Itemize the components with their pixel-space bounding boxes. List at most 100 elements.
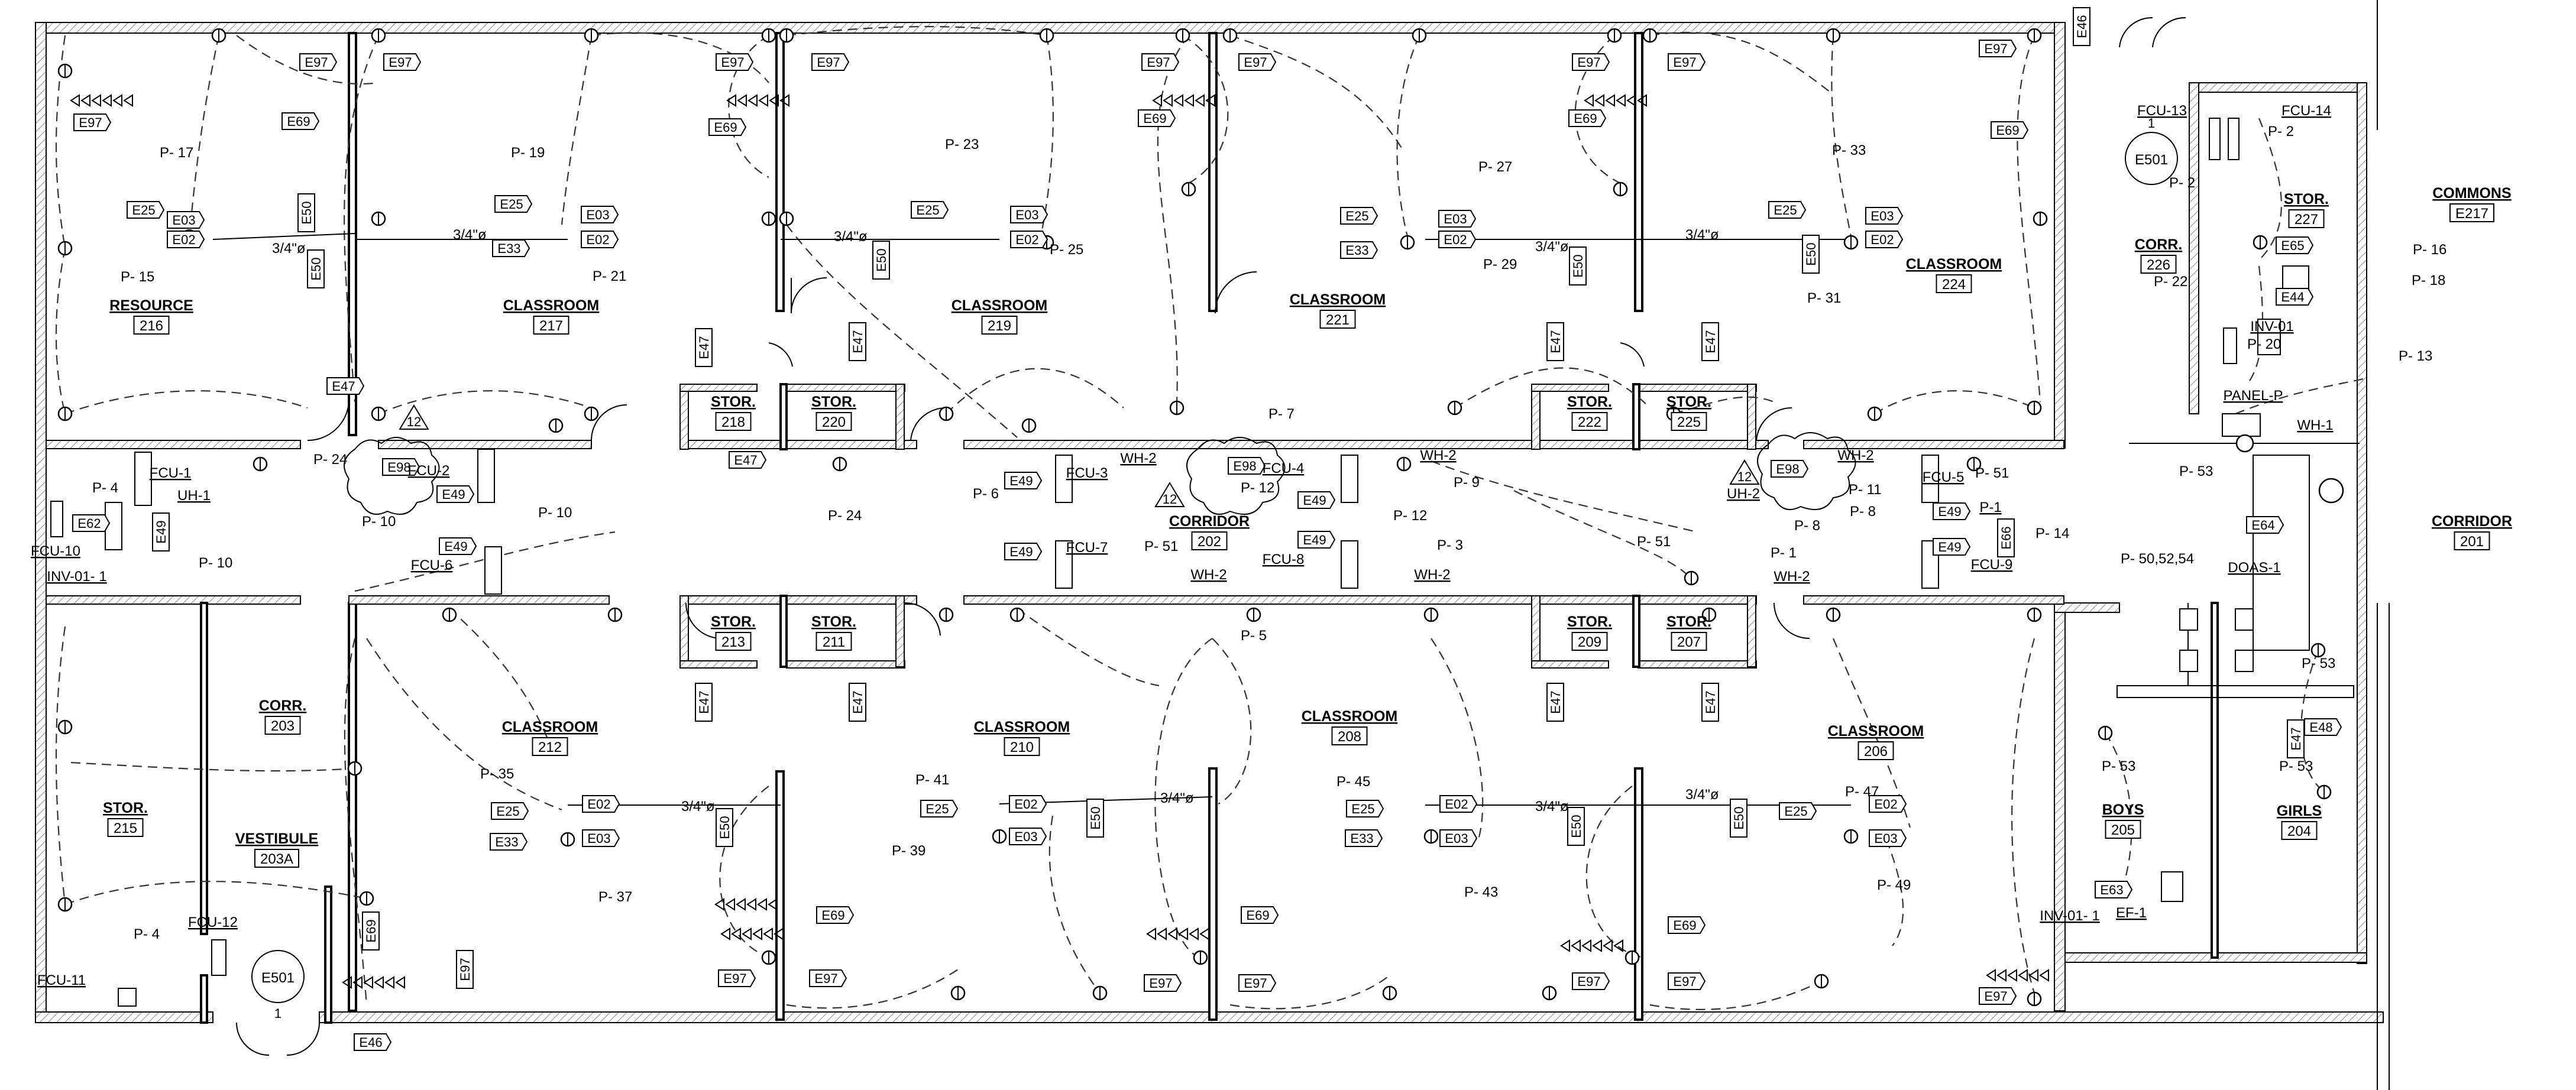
room-number-box — [264, 716, 301, 735]
room-number-box — [1857, 741, 1894, 760]
device-tag: E69 — [708, 118, 747, 136]
vertical-device-tag: E47 — [1701, 683, 1719, 722]
device-tag-label: E02 — [1870, 232, 1894, 247]
vertical-device-tag: E46 — [2073, 7, 2090, 46]
equipment-label: FCU-10 — [31, 543, 80, 559]
fixture-symbol-icon — [1843, 235, 1859, 250]
fixture-symbol-icon — [832, 456, 847, 472]
fixture-symbol-icon — [584, 28, 599, 43]
fixture-symbol-icon — [57, 897, 73, 912]
device-tag-label: E03 — [1014, 829, 1037, 844]
fixture-symbol-icon — [2027, 991, 2042, 1007]
device-tag: E03 — [581, 206, 619, 223]
speaker-strip-icon — [1152, 94, 1215, 107]
device-tag: E97 — [716, 53, 754, 71]
room-label: STOR.222 — [1567, 394, 1612, 431]
device-tag: E49 — [1297, 531, 1336, 549]
room-name: CORRIDOR — [1169, 513, 1250, 530]
room-number-box — [715, 412, 752, 431]
device-tag-label: E25 — [500, 197, 523, 212]
vertical-device-tag-label: E47 — [697, 336, 711, 359]
equipment-label: FCU-2 — [408, 463, 450, 479]
speaker-strip-icon — [1146, 927, 1209, 940]
device-tag-label: E97 — [814, 971, 837, 986]
fixture-symbol-icon — [1412, 28, 1427, 43]
device-tag-label: E97 — [1984, 41, 2007, 56]
room-labels: RESOURCE216CLASSROOM217CLASSROOM219CLASS… — [103, 185, 2512, 868]
device-tag-label: E97 — [1149, 976, 1172, 991]
fixture-symbol-icon — [548, 418, 564, 433]
device-tag-label: E65 — [2281, 238, 2304, 253]
circuit-label: P- 49 — [1877, 877, 1911, 893]
room-number-box — [715, 632, 752, 651]
room-number: 210 — [1010, 739, 1034, 755]
equipment-label: UH-2 — [1727, 486, 1760, 502]
device-tag-label: E02 — [586, 232, 609, 247]
device-tag: E49 — [1004, 472, 1043, 489]
fixture-symbol-icon — [371, 28, 386, 43]
fixture-symbol-icon — [1624, 950, 1640, 965]
device-tag-label: E97 — [723, 971, 746, 986]
circuit-label: P- 39 — [892, 843, 925, 859]
room-number: 211 — [823, 634, 845, 650]
device-tag-label: E33 — [1345, 243, 1368, 258]
device-tag-label: E69 — [714, 120, 737, 135]
circuit-label: P- 4 — [92, 480, 118, 496]
vertical-device-tag: E47 — [1701, 322, 1719, 361]
device-tag-label: E46 — [359, 1035, 382, 1050]
conduit-size-label: 3/4"ø — [272, 241, 306, 257]
circuit-label: P- 25 — [1050, 242, 1083, 258]
device-tag: E25 — [911, 201, 949, 219]
room-number: 203 — [271, 718, 295, 734]
device-tag: E69 — [1241, 906, 1279, 924]
room-name: CLASSROOM — [503, 297, 600, 314]
device-tag: E97 — [1979, 40, 2017, 57]
fixture-symbol-icon — [1826, 607, 1841, 622]
revision-delta: 12 — [1729, 459, 1760, 485]
device-tag-label: E25 — [1351, 802, 1374, 816]
vertical-device-tag-label: E47 — [697, 690, 711, 713]
room-number-box — [1571, 412, 1608, 431]
equipment-label: FCU-7 — [1066, 540, 1108, 556]
fixture-symbol-icon — [1613, 181, 1628, 197]
equipment-label: FCU-11 — [37, 972, 86, 988]
equipment-units — [50, 118, 2344, 1007]
vertical-device-tag-label: E47 — [850, 690, 865, 713]
fixture-symbol-icon — [1966, 456, 1982, 472]
room-number: 213 — [721, 634, 745, 650]
fixture-symbol-icon — [2098, 725, 2113, 741]
circuit-label: P- 24 — [828, 508, 862, 524]
fixture-symbol-icon — [1701, 607, 1717, 622]
circuit-label: P- 24 — [313, 452, 347, 468]
device-tag: E97 — [1144, 974, 1182, 992]
circuit-label: P- 12 — [1393, 508, 1427, 524]
room-number-box — [1571, 632, 1608, 651]
circuit-label: P- 14 — [2035, 525, 2069, 541]
device-tag-label: E03 — [1445, 831, 1468, 846]
section-marker-number: 1 — [2148, 116, 2155, 131]
device-tag: E03 — [1009, 828, 1047, 845]
vertical-device-tag-label: E47 — [1703, 330, 1718, 353]
device-tag: E97 — [811, 53, 850, 71]
device-tag: E03 — [1869, 829, 1907, 847]
vertical-device-tag-label: E49 — [154, 520, 169, 543]
circuit-label: P- 53 — [2179, 463, 2213, 479]
device-tag: E64 — [2246, 516, 2284, 534]
device-tag-label: E69 — [821, 908, 844, 923]
room-number: 201 — [2460, 534, 2484, 550]
room-name: STOR. — [811, 394, 856, 410]
fixture-symbol-icon — [1009, 607, 1025, 622]
equipment-label: INV-01 — [2250, 319, 2293, 335]
vertical-device-tag: E50 — [1569, 246, 1587, 286]
circuit-label: P- 53 — [2302, 656, 2335, 671]
revision-delta: 12 — [1154, 482, 1185, 507]
fixture-symbol-icon — [1607, 28, 1622, 43]
device-tag-label: E02 — [172, 232, 195, 247]
device-tag: E48 — [2304, 718, 2342, 736]
fixture-symbol-icon — [2316, 784, 2332, 800]
